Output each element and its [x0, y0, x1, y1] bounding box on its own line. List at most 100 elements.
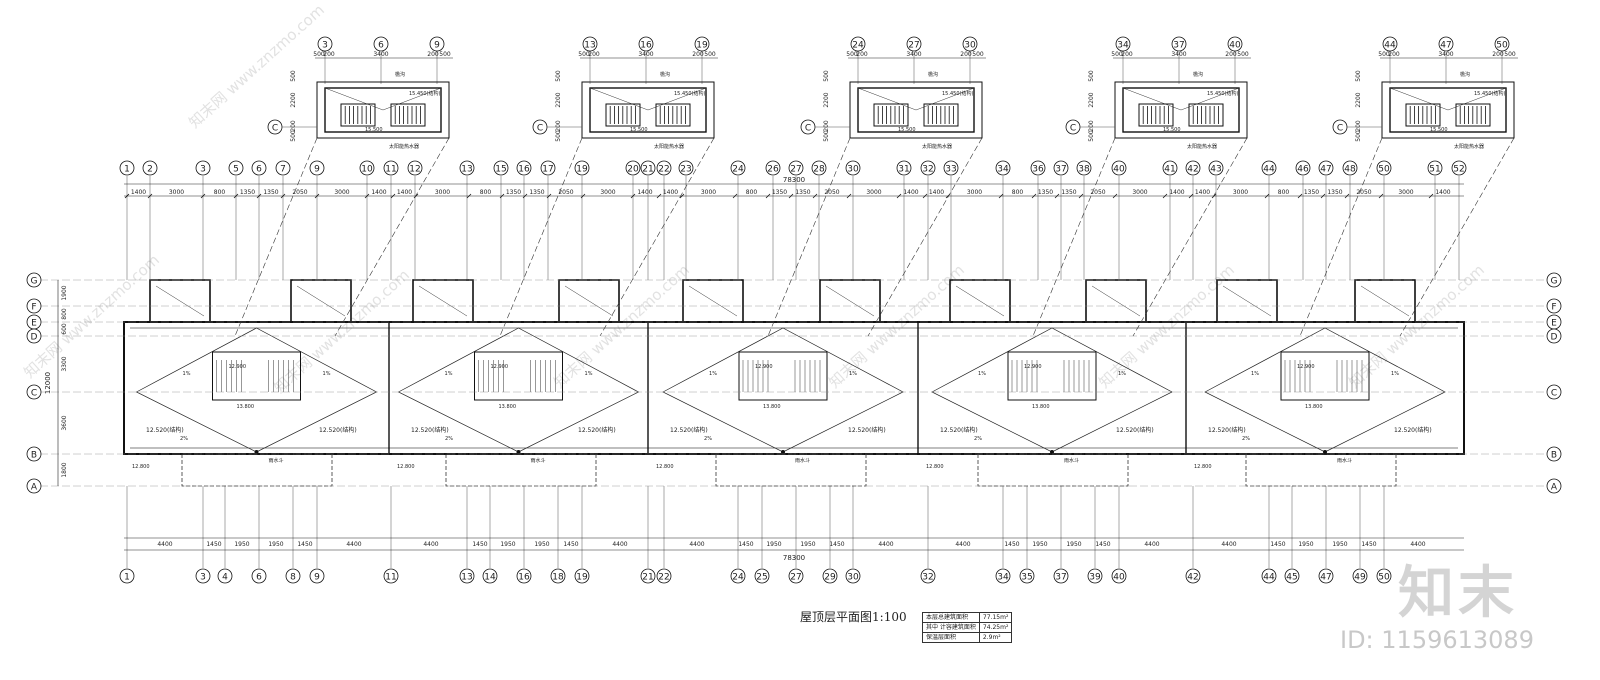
bay-dim-bottom: 1950: [800, 541, 815, 548]
axis-bubble-top-label: 21: [642, 165, 653, 175]
axis-bubble-bottom-label: 13: [461, 573, 472, 583]
axis-bubble-bottom: [1261, 568, 1277, 584]
axis-bubble-top-label: 40: [1113, 165, 1125, 175]
detail-slope-line: [857, 87, 917, 111]
detail-dim: 200: [588, 51, 600, 58]
detail-axis-bubble-label: 40: [1229, 41, 1241, 51]
axis-bubble-bottom-label: 3: [200, 573, 206, 583]
axis-bubble-top-label: 38: [1078, 165, 1090, 175]
bay-dim-bottom: 1950: [1066, 541, 1081, 548]
detail-dim: 500: [1378, 51, 1390, 58]
dim-tick: [1188, 193, 1194, 199]
bay-dim-bottom: 4400: [346, 541, 361, 548]
axis-bubble-bottom-label: 4: [222, 573, 228, 583]
row-bubble-left: [26, 328, 42, 344]
bay-dim-bottom: 1450: [472, 541, 487, 548]
row-bubble-right-label: D: [1551, 333, 1558, 343]
roof-slope-line: [1091, 285, 1141, 317]
slope-label: 1%: [585, 371, 593, 377]
bay-dim-top: 1400: [1435, 189, 1450, 196]
detail-dim: 200: [960, 51, 972, 58]
overall-dim-bottom: 78300: [783, 554, 805, 562]
axis-bubble-bottom-label: 49: [1354, 573, 1366, 583]
row-bubble-left-label: E: [31, 319, 37, 329]
detail-grid-bubble-label: C: [1070, 124, 1076, 134]
slope-label: 1%: [323, 371, 331, 377]
axis-bubble-top-label: 20: [627, 165, 639, 175]
level-mark: 12.800: [926, 464, 944, 470]
detail-axis-bubble: [317, 36, 333, 52]
solar-heater: [605, 103, 641, 127]
axis-bubble-bottom: [217, 568, 233, 584]
axis-bubble-bottom: [656, 568, 672, 584]
axis-bubble-top: [407, 160, 423, 176]
axis-bubble-top: [730, 160, 746, 176]
detail-grid-bubble-label: C: [272, 124, 278, 134]
detail-axis-bubble: [582, 36, 598, 52]
bay-dim-bottom: 1950: [234, 541, 249, 548]
axis-bubble-top-label: 3: [200, 165, 206, 175]
bay-dim-top: 1400: [371, 189, 386, 196]
detail-slope-line: [1389, 87, 1449, 111]
axis-bubble-top: [765, 160, 781, 176]
stair-roof-outline: [589, 87, 707, 133]
level-mark: 12.900: [755, 364, 773, 370]
detail-dim: 3400: [1171, 51, 1186, 58]
axis-bubble-bottom: [574, 568, 590, 584]
axis-bubble-top-label: 2: [147, 165, 153, 175]
axis-bubble-bottom-label: 8: [290, 573, 296, 583]
diagonal-watermark-text: 知末网 www.znzmo.com: [185, 1, 328, 132]
detail-dim: 200: [1225, 51, 1237, 58]
axis-bubble-bottom: [1318, 568, 1334, 584]
level-mark: 12.520(结构): [411, 426, 449, 434]
depth-dim-overall: 12000: [44, 372, 52, 394]
detail-axis-bubble: [694, 36, 710, 52]
axis-bubble-bottom: [516, 568, 532, 584]
row-bubble-left-label: B: [31, 451, 37, 461]
detail-slope-line: [324, 87, 384, 111]
axis-bubble-top-label: 47: [1320, 165, 1331, 175]
dim-tick: [1378, 193, 1384, 199]
bay-dim-top: 800: [214, 189, 226, 196]
roof-slope-line: [1222, 285, 1272, 317]
axis-bubble-bottom-label: 22: [658, 573, 669, 583]
bay-dim-top: 3000: [334, 189, 349, 196]
level-mark: 12.800: [656, 464, 674, 470]
bay-dim-bottom: 1950: [1032, 541, 1047, 548]
axis-bubble-bottom-label: 39: [1089, 573, 1101, 583]
detail-dim: 200: [427, 51, 439, 58]
axis-bubble-bottom-label: 45: [1286, 573, 1297, 583]
roof-drain-mark: [1050, 450, 1054, 454]
dim-tick: [546, 193, 552, 199]
bay-dim-top: 1350: [263, 189, 278, 196]
axis-bubble-bottom: [1053, 568, 1069, 584]
dim-tick: [314, 193, 320, 199]
roof-slope-line: [418, 285, 468, 317]
axis-bubble-bottom: [482, 568, 498, 584]
bay-dim-top: 3000: [169, 189, 184, 196]
detail-dim: 500: [1111, 51, 1123, 58]
level-mark: 12.520(结构): [1208, 426, 1246, 434]
axis-bubble-top-label: 22: [658, 165, 669, 175]
axis-bubble-top: [493, 160, 509, 176]
detail-note: 檐沟: [660, 71, 670, 78]
detail-level: 15.450(结构): [942, 90, 973, 97]
axis-bubble-top-label: 5: [233, 165, 239, 175]
detail-dim: 3400: [638, 51, 653, 58]
depth-dim: 3300: [61, 356, 68, 371]
stair-tower-outline: [1085, 279, 1147, 323]
axis-bubble-top: [1376, 160, 1392, 176]
roof-slope-line: [1360, 285, 1410, 317]
depth-dim: 3600: [61, 415, 68, 430]
detail-axis-bubble-label: 9: [434, 41, 440, 51]
detail-axis-bubble-label: 24: [852, 41, 864, 51]
dim-tick: [200, 193, 206, 199]
detail-leader-line: [867, 137, 983, 337]
dim-tick: [896, 193, 902, 199]
detail-outline: [581, 81, 715, 139]
axis-bubble-top-label: 31: [898, 165, 909, 175]
roof-slope-line: [688, 285, 738, 317]
bay-dim-bottom: 1950: [534, 541, 549, 548]
stair-core: [1280, 351, 1370, 401]
axis-bubble-top: [811, 160, 827, 176]
